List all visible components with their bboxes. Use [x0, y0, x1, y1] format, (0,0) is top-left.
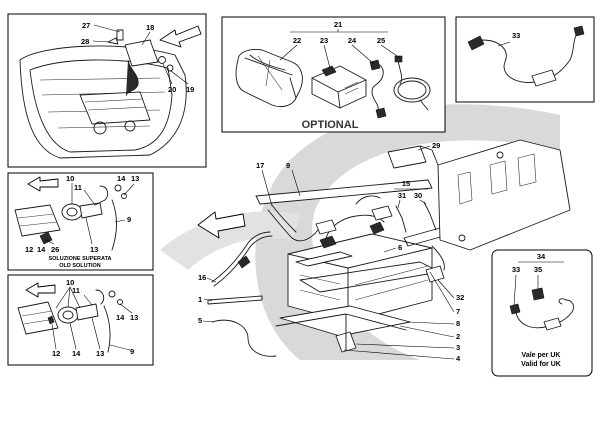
old-solution-panel: 10 11 14 13 9 12 14 26 13 SOLUZIONE SUPE…: [7, 172, 154, 271]
callout-12-old: 12: [25, 245, 33, 254]
current-solution-panel: 10 11 14 13 9 12 14 13: [7, 274, 154, 366]
callout-9-old: 9: [127, 215, 131, 224]
callout-18: 18: [146, 23, 154, 32]
callout-34: 34: [537, 252, 546, 261]
callout-35: 35: [534, 265, 542, 274]
callout-7: 7: [456, 307, 460, 316]
callout-4: 4: [456, 354, 461, 363]
callout-33-top: 33: [512, 31, 520, 40]
uk-frame: [491, 249, 593, 377]
callout-14: 14: [116, 313, 125, 322]
direction-arrow: [27, 176, 59, 192]
callout-21: 21: [334, 20, 342, 29]
compartment-panel: 27 28 18 20 19: [7, 13, 207, 168]
callout-22: 22: [293, 36, 301, 45]
callout-23: 23: [320, 36, 328, 45]
callout-31: 31: [398, 191, 406, 200]
callout-26: 26: [51, 245, 59, 254]
callout-12: 12: [52, 349, 60, 358]
callout-13b-old: 13: [90, 245, 98, 254]
callout-14-old: 14: [117, 174, 126, 183]
callout-6: 6: [398, 243, 402, 252]
callout-33-uk: 33: [512, 265, 520, 274]
callout-32: 32: [456, 293, 464, 302]
callout-15: 15: [402, 179, 410, 188]
callout-11: 11: [72, 286, 80, 295]
callout-9-current: 9: [130, 347, 134, 356]
callout-25: 25: [377, 36, 385, 45]
callout-29: 29: [432, 141, 440, 150]
callout-30: 30: [414, 191, 422, 200]
callout-27: 27: [82, 21, 90, 30]
callout-11-old: 11: [74, 183, 82, 192]
callout-10-old: 10: [66, 174, 74, 183]
callout-19: 19: [186, 85, 194, 94]
old-solution-caption-it: SOLUZIONE SUPERATA: [48, 256, 111, 262]
optional-caption: OPTIONAL: [302, 119, 359, 131]
callout-10: 10: [66, 278, 74, 287]
callout-14b-old: 14: [37, 245, 46, 254]
callout-8: 8: [456, 319, 460, 328]
callout-13: 13: [130, 313, 138, 322]
old-solution-caption-en: OLD SOLUTION: [59, 263, 101, 269]
main-assembly: 1 16 5 17 9 6 29 15 31 30 32 7 8 2 3 4: [197, 139, 571, 363]
callout-2: 2: [456, 332, 460, 341]
callout-5: 5: [198, 316, 202, 325]
direction-arrow: [25, 282, 56, 298]
charger-cable-frame: [455, 16, 595, 103]
uk-caption-it: Vale per UK: [522, 352, 561, 359]
callout-3: 3: [456, 343, 460, 352]
callout-14b: 14: [72, 349, 81, 358]
callout-16: 16: [198, 273, 206, 282]
callout-24: 24: [348, 36, 357, 45]
callout-1: 1: [198, 295, 202, 304]
uk-panel: 34 33 35 Vale per UK Valid for UK: [491, 249, 593, 377]
optional-panel: 21 22 23 24 25 OPTIONAL: [221, 16, 446, 133]
callout-9-main: 9: [286, 161, 290, 170]
callout-13b: 13: [96, 349, 104, 358]
direction-arrow: [197, 211, 246, 239]
callout-28: 28: [81, 37, 89, 46]
uk-caption-en: Valid for UK: [521, 361, 561, 368]
direction-arrow: [159, 25, 202, 48]
callout-13-old: 13: [131, 174, 139, 183]
callout-17: 17: [256, 161, 264, 170]
callout-20: 20: [168, 85, 176, 94]
charger-cable-panel: 33: [455, 16, 595, 103]
old-solution-frame: [7, 172, 154, 271]
